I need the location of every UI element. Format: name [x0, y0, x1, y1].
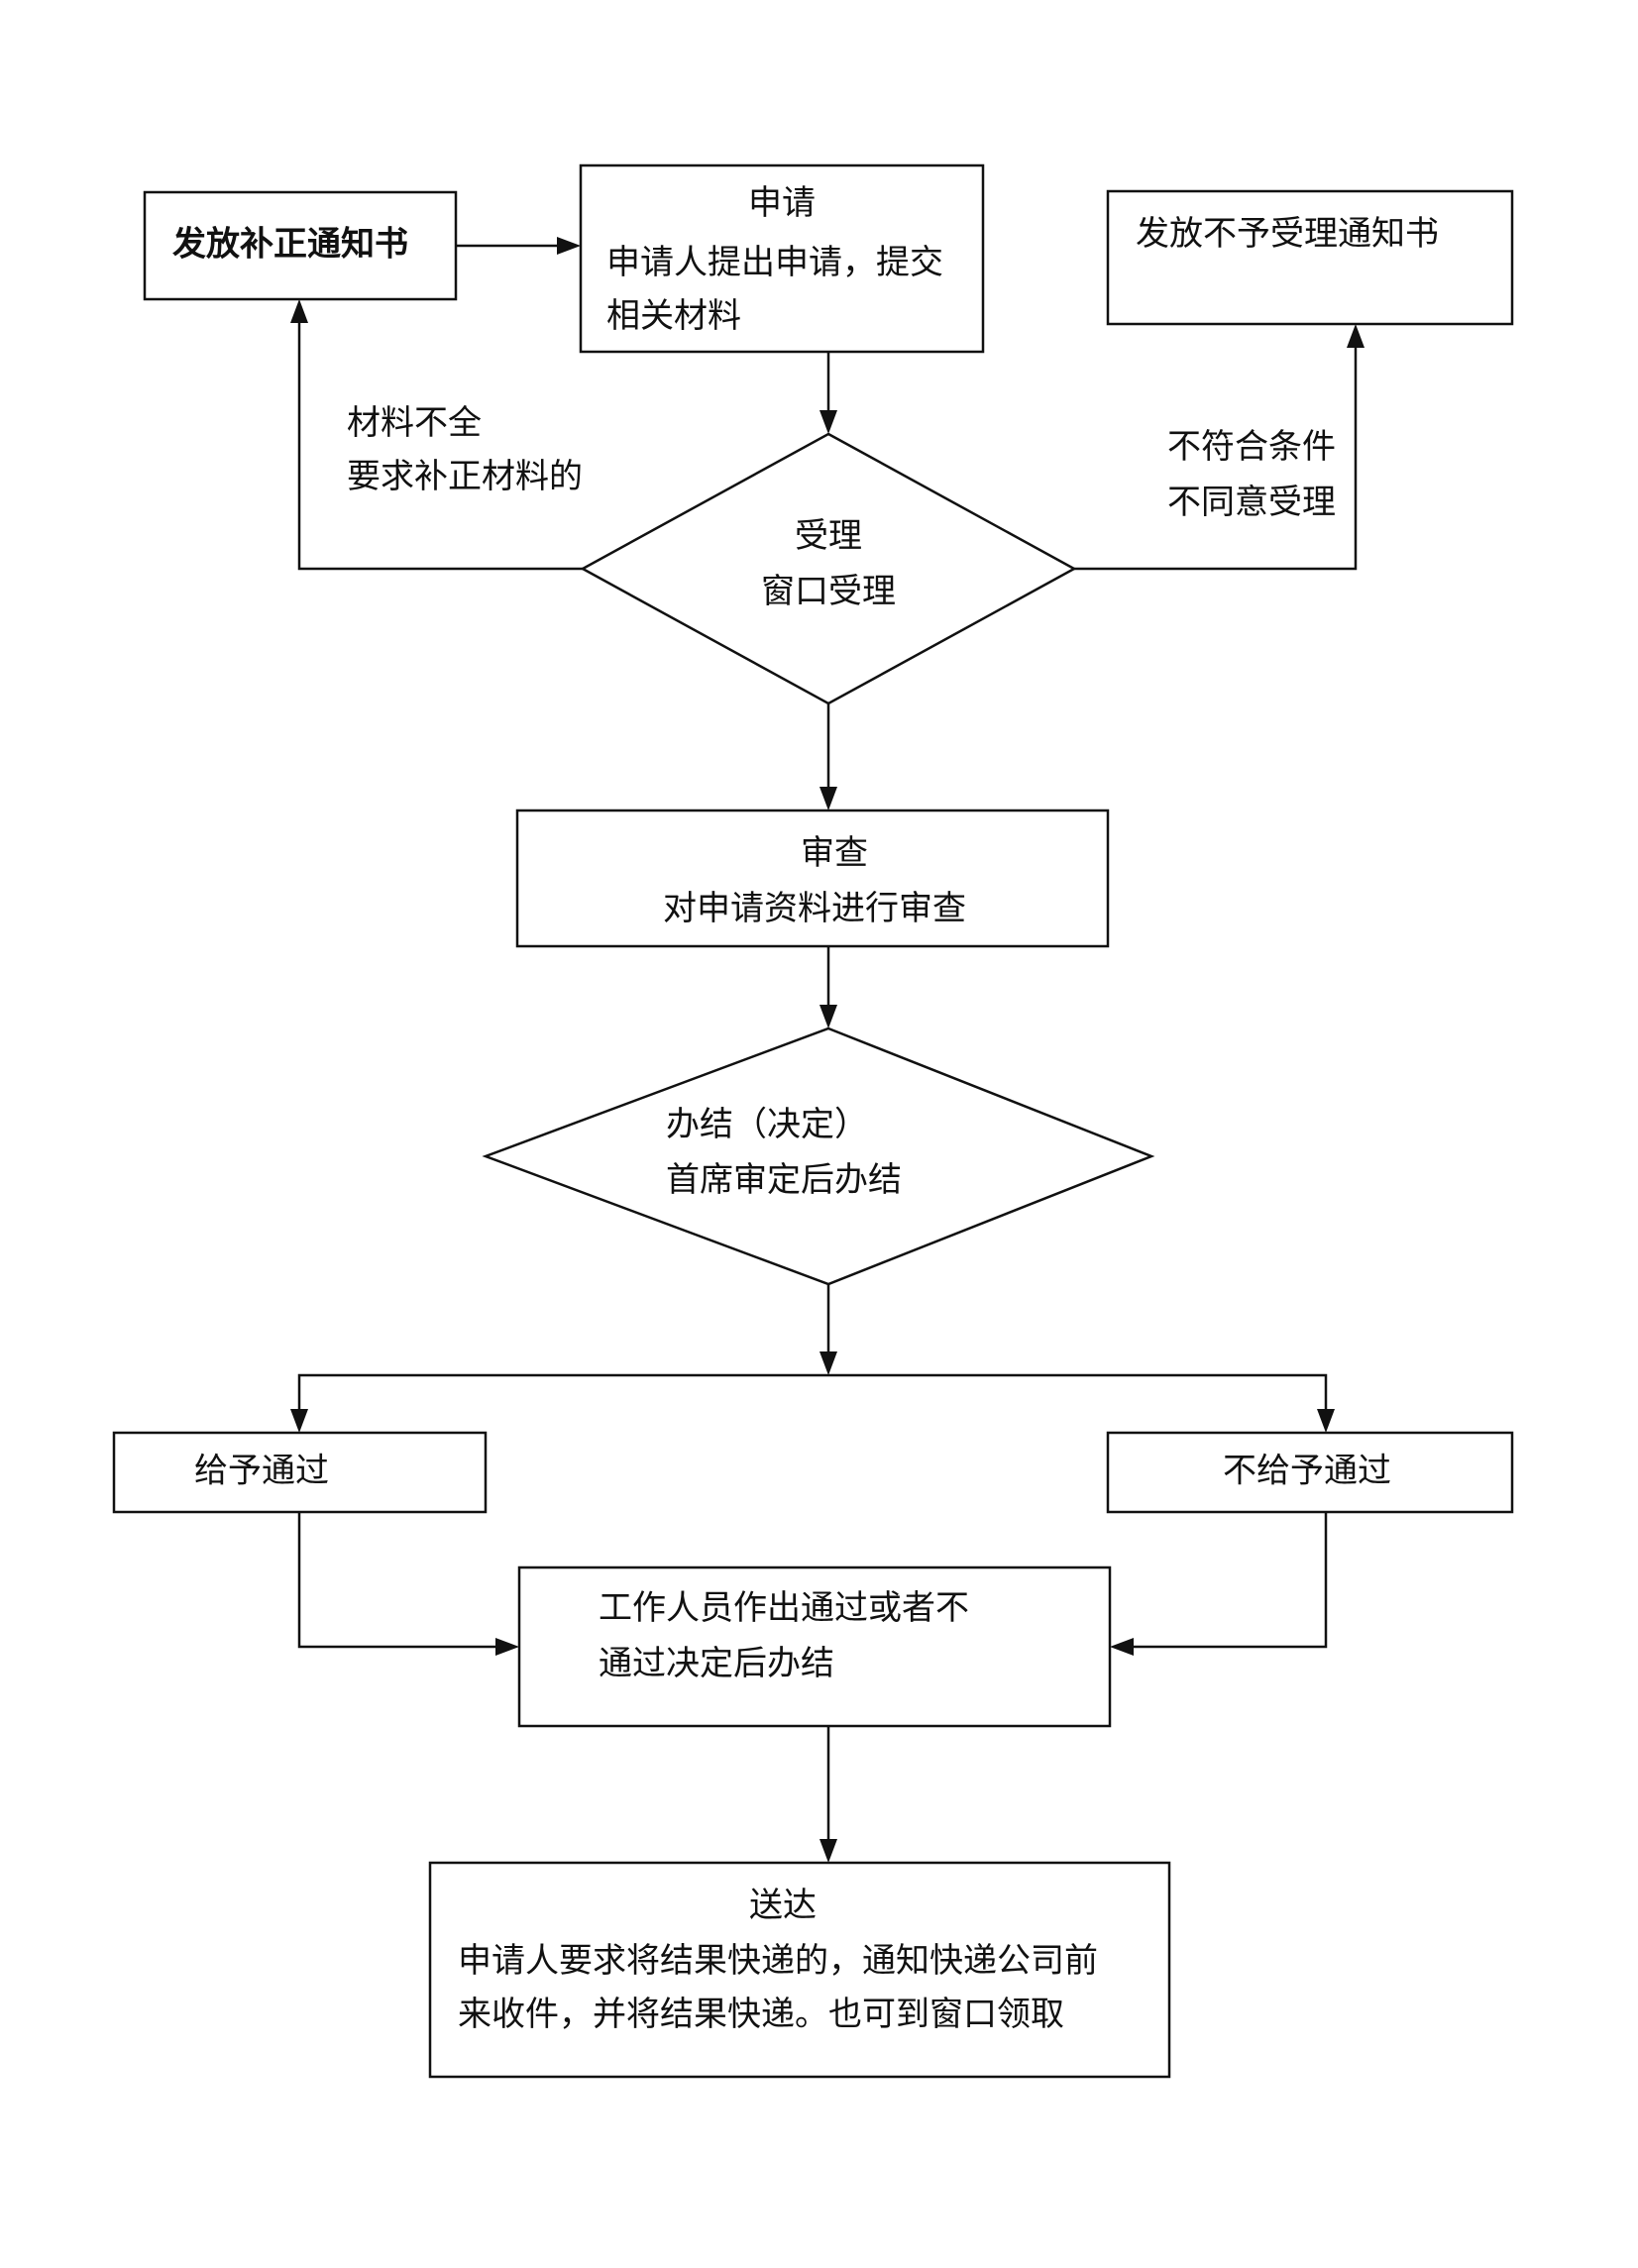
- edge-supplement-to-apply: [456, 237, 581, 255]
- edge-decide-to-split: [819, 1284, 837, 1375]
- node-approve-label: 给予通过: [194, 1452, 329, 1491]
- edge-accept-to-supplement: [290, 299, 583, 571]
- node-supplement-notice: 发放补正通知书: [143, 190, 458, 301]
- node-approve: 给予通过: [112, 1431, 488, 1514]
- label-not-qualified: 不符合条件 不同意受理: [1167, 427, 1336, 522]
- label-incomplete-line2: 要求补正材料的: [347, 457, 583, 496]
- node-complete-line2: 通过决定后办结: [599, 1644, 834, 1683]
- node-accept-subtitle: 窗口受理: [761, 572, 896, 611]
- node-apply-title: 申请: [748, 183, 816, 223]
- edge-complete-to-deliver: [819, 1726, 837, 1863]
- node-deliver-line2: 来收件，并将结果快递。也可到窗口领取: [458, 1995, 1064, 2034]
- node-apply-line1: 申请人提出申请，提交: [606, 243, 943, 282]
- edge-approve-to-complete: [297, 1512, 519, 1656]
- node-apply-line2: 相关材料: [606, 296, 741, 336]
- node-review-title: 审查: [801, 833, 868, 873]
- node-deliver: 送达 申请人要求将结果快递的，通知快递公司前 来收件，并将结果快递。也可到窗口领…: [428, 1861, 1171, 2079]
- node-decide: 办结（决定） 首席审定后办结: [482, 1026, 1155, 1286]
- node-complete: 工作人员作出通过或者不 通过决定后办结: [517, 1566, 1112, 1728]
- node-reject-notice: 发放不予受理通知书: [1106, 189, 1514, 326]
- node-deny: 不给予通过: [1106, 1431, 1514, 1514]
- node-accept-title: 受理: [795, 516, 862, 556]
- node-review: 审查 对申请资料进行审查: [515, 809, 1110, 948]
- label-not-qualified-line2: 不同意受理: [1167, 483, 1336, 522]
- label-not-qualified-line1: 不符合条件: [1167, 427, 1336, 467]
- node-reject-notice-label: 发放不予受理通知书: [1136, 214, 1439, 254]
- node-deliver-line1: 申请人要求将结果快递的，通知快递公司前: [458, 1941, 1098, 1981]
- node-supplement-notice-label: 发放补正通知书: [172, 225, 408, 265]
- label-incomplete-line1: 材料不全: [347, 403, 482, 443]
- node-complete-line1: 工作人员作出通过或者不: [599, 1588, 969, 1628]
- node-review-subtitle: 对申请资料进行审查: [663, 889, 966, 928]
- edge-review-to-decide: [819, 946, 837, 1028]
- edge-split-to-approve: [290, 1373, 828, 1433]
- edge-split-to-deny: [828, 1373, 1335, 1433]
- label-incomplete: 材料不全 要求补正材料的: [347, 403, 583, 496]
- edge-apply-to-accept: [819, 352, 837, 434]
- node-decide-subtitle: 首席审定后办结: [666, 1160, 902, 1200]
- edge-deny-to-complete: [1110, 1512, 1328, 1656]
- node-deliver-title: 送达: [749, 1886, 817, 1925]
- node-decide-title: 办结（决定）: [666, 1105, 868, 1144]
- node-deny-label: 不给予通过: [1223, 1452, 1391, 1491]
- node-accept: 受理 窗口受理: [580, 432, 1077, 705]
- node-apply: 申请 申请人提出申请，提交 相关材料: [579, 163, 985, 354]
- edge-accept-to-review: [819, 703, 837, 810]
- edge-accept-to-reject: [1074, 324, 1365, 571]
